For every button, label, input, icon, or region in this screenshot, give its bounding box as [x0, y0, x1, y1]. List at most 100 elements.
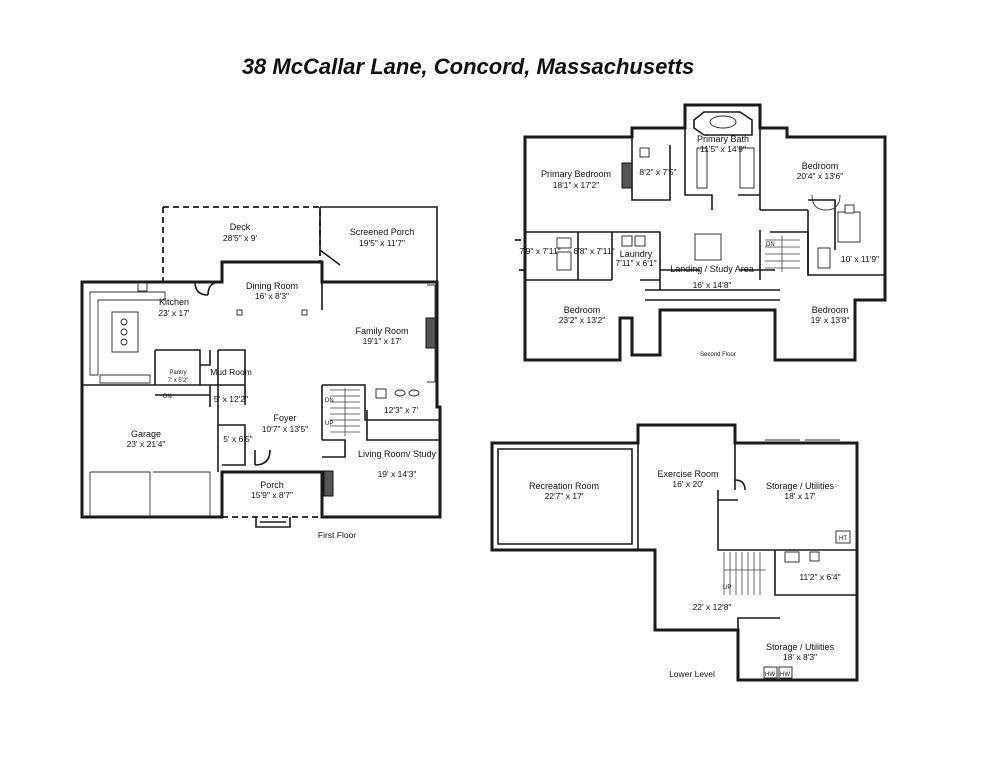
- lower-level-exterior-walls: [490, 423, 859, 682]
- room-dims-storage-utilities-1: 18' x 17': [784, 491, 816, 501]
- recreation-room-inner-line: [497, 448, 633, 545]
- bath-toilet: [375, 388, 387, 399]
- room-name-mud-room: Mud Room: [210, 367, 252, 377]
- room-dims-mud-room: 5' x 12'2": [214, 394, 248, 404]
- family-room-fireplace: [425, 317, 437, 349]
- first-floor-stairs: [330, 388, 360, 436]
- room-dims-garage: 23' x 21'4": [127, 439, 166, 449]
- stool-1: [120, 318, 128, 326]
- bedroom-shower: [837, 211, 861, 243]
- stair-label-up-lower: UP: [723, 585, 731, 591]
- room-name-living-room: Living Room/ Study: [358, 449, 437, 459]
- room-dims-foyer: 10'7" x 13'5": [262, 424, 309, 434]
- room-dims-bedroom-se: 19' x 13'8": [811, 315, 850, 325]
- floor-label-lower: Lower Level: [669, 669, 715, 679]
- room-name-landing: Landing / Study Area: [670, 264, 754, 274]
- pantry-walls: [82, 349, 246, 386]
- room-dims-exercise-room: 16' x 20': [672, 479, 704, 489]
- stair-label-up: UP: [325, 421, 333, 427]
- room-name-recreation-room: Recreation Room: [529, 481, 599, 491]
- room-dims-bedroom-ne: 20'4" x 13'6": [797, 171, 844, 181]
- living-room-fireplace: [323, 470, 334, 497]
- room-dims-dining-room: 16' x 8'3": [255, 291, 289, 301]
- room-dims-pantry: 7' x 5'2": [168, 378, 189, 384]
- primary-shower: [739, 147, 755, 189]
- room-dims-living-room: 19' x 14'3": [378, 469, 417, 479]
- room-dims-recreation-room: 22'7" x 17': [545, 491, 584, 501]
- mud-room-walls: [217, 350, 246, 472]
- room-name-bedroom-ne: Bedroom: [802, 161, 839, 171]
- room-dims-storage-utilities-2: 18' x 8'3": [783, 652, 817, 662]
- floor-label-first: First Floor: [318, 530, 356, 540]
- first-floor-plan: Deck 28'5" x 9' Screened Porch 19'5" x 1…: [80, 206, 442, 540]
- floor-label-second: Second Floor: [700, 352, 736, 358]
- room-dims-lower-bath: 11'2" x 6'4": [799, 572, 840, 582]
- tub: [709, 115, 737, 129]
- range: [137, 282, 148, 292]
- second-floor-exterior-walls: [523, 103, 887, 362]
- room-dims-family-room: 19'1" x 17': [363, 336, 402, 346]
- hall-bath-tub: [556, 251, 572, 271]
- room-name-kitchen: Kitchen: [159, 297, 189, 307]
- stool-3: [120, 338, 128, 346]
- room-dims-screened-porch: 19'5" x 11'7": [359, 238, 405, 248]
- lower-level-interior-walls: [637, 443, 857, 630]
- lower-bath-vanity: [784, 551, 800, 563]
- bath-sink-2: [408, 389, 420, 397]
- skylight-opening: [694, 233, 722, 261]
- room-dims-deck: 28'5" x 9': [223, 233, 258, 243]
- room-dims-closet-primary: 8'2" x 7'5": [639, 167, 676, 177]
- second-floor-plan: Primary Bath 11'5" x 14'9" Primary Bedro…: [515, 103, 887, 362]
- room-name-foyer: Foyer: [273, 413, 296, 423]
- primary-vanity: [696, 147, 708, 189]
- washer: [621, 235, 633, 247]
- room-dims-landing: 16' x 14'8": [693, 280, 732, 290]
- stair-label-dn: DN: [325, 398, 334, 404]
- garage-doors: [89, 471, 211, 517]
- primary-suite-walls: [631, 128, 836, 275]
- lower-bath-toilet: [809, 551, 820, 562]
- room-name-garage: Garage: [131, 429, 161, 439]
- water-heater-2: [778, 666, 793, 679]
- dining-room-walls: [220, 260, 324, 284]
- primary-toilet: [639, 147, 650, 158]
- equipment-label-ht: HT: [839, 536, 847, 542]
- landing-rail: [645, 289, 780, 301]
- water-heater-1: [763, 666, 778, 679]
- room-name-exercise-room: Exercise Room: [657, 469, 718, 479]
- front-door-swing: [254, 449, 271, 466]
- room-dims-laundry: 7'11" x 6'1": [615, 258, 656, 268]
- column-1: [236, 309, 243, 316]
- room-dims-bedroom-bath: 10' x 11'9": [841, 254, 879, 264]
- room-name-bedroom-sw: Bedroom: [564, 305, 601, 315]
- primary-bedroom-fireplace: [621, 162, 633, 189]
- room-dims-primary-bath: 11'5" x 14'9": [700, 144, 746, 154]
- equipment-label-hw-2: HW: [780, 672, 790, 678]
- room-dims-half-bath: 5' x 6'5": [223, 434, 252, 444]
- room-name-primary-bath: Primary Bath: [697, 134, 749, 144]
- heating-tank: [835, 530, 851, 544]
- room-dims-porch: 15'9" x 8'7": [251, 490, 293, 500]
- closet-door-swing: [811, 194, 841, 211]
- kitchen-counters: [89, 291, 166, 384]
- room-name-porch: Porch: [260, 480, 284, 490]
- room-name-storage-utilities-1: Storage / Utilities: [766, 481, 835, 491]
- room-name-pantry: Pantry: [169, 370, 186, 376]
- family-room-window: [427, 284, 436, 383]
- room-name-laundry: Laundry: [620, 249, 653, 259]
- room-dims-hall-bath: 7'9" x 7'11": [519, 246, 560, 256]
- lower-level-stairs: [723, 552, 766, 595]
- deck-outline: [162, 206, 321, 282]
- screened-porch-walls: [319, 206, 438, 282]
- room-dims-powder-room: 12'3" x 7': [384, 405, 419, 415]
- dryer: [634, 235, 646, 247]
- kitchen-door-swing: [194, 281, 221, 296]
- stair-label-dn-garage: DN: [163, 394, 172, 400]
- garage-inner-wall: [155, 385, 211, 407]
- stool-2: [120, 328, 128, 336]
- second-floor-stairs: [765, 236, 800, 272]
- room-dims-kitchen: 23' x 17': [158, 308, 190, 318]
- bath-bay-window: [693, 111, 753, 136]
